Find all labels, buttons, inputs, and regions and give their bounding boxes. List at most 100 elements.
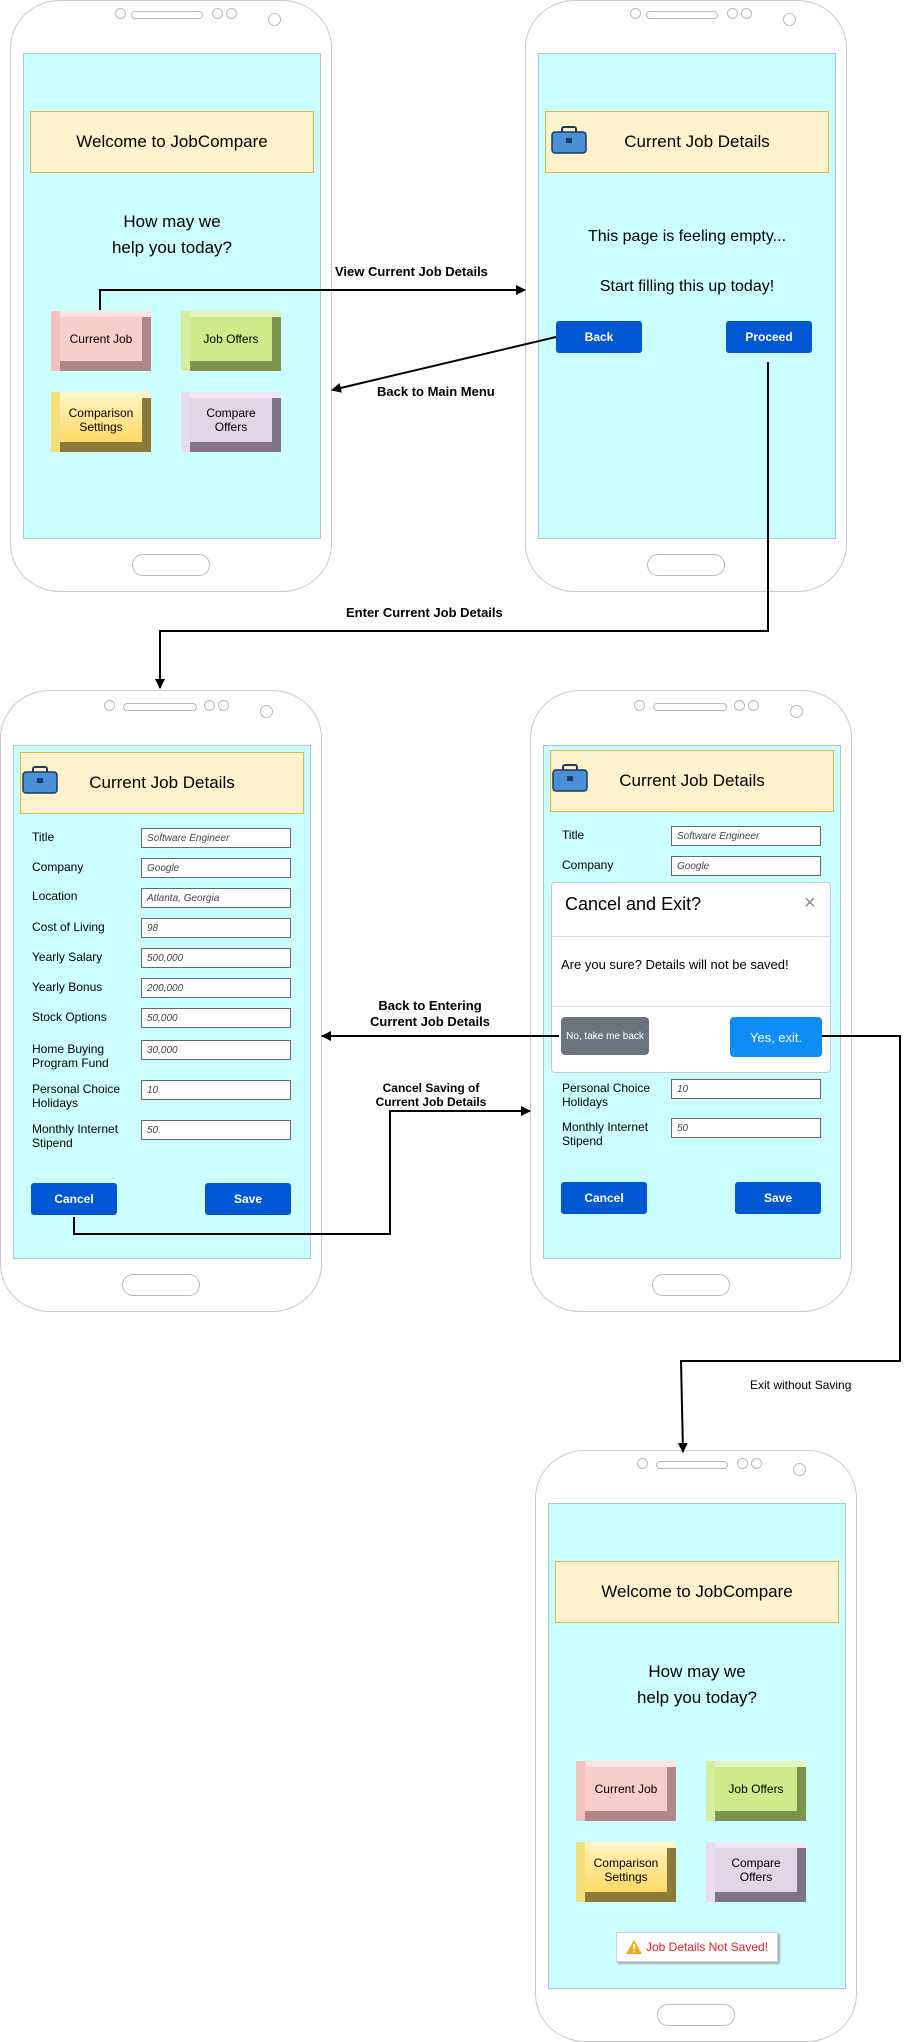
yearly-salary-input[interactable]: 500,000	[141, 948, 291, 968]
job-offers-button[interactable]: Job Offers	[181, 311, 281, 371]
camera	[104, 700, 115, 711]
arrow-back-main	[331, 336, 557, 393]
phone-cancel-dialog: Current Job Details Title Software Engin…	[530, 690, 852, 1312]
camera	[115, 8, 126, 19]
home-buying-input[interactable]: 30,000	[141, 1040, 291, 1060]
app-title: Welcome to JobCompare	[76, 132, 268, 151]
home-button[interactable]	[132, 554, 210, 576]
empty-state: This page is feeling empty... Start fill…	[539, 224, 835, 300]
camera	[748, 700, 759, 711]
personal-holidays-input[interactable]: 10	[671, 1079, 821, 1099]
home-button[interactable]	[647, 554, 725, 576]
title-input[interactable]: Software Engineer	[141, 828, 291, 848]
details-title-banner: Current Job Details	[550, 750, 834, 812]
page-title: Current Job Details	[619, 771, 765, 790]
save-button[interactable]: Save	[735, 1182, 821, 1214]
screen: Current Job Details This page is feeling…	[538, 53, 836, 539]
internet-stipend-input[interactable]: 50	[141, 1120, 291, 1140]
field-label-cost-of-living: Cost of Living	[32, 920, 105, 934]
camera	[630, 8, 641, 19]
front-camera	[268, 13, 281, 26]
label-exit-without: Exit without Saving	[750, 1378, 852, 1392]
home-button[interactable]	[652, 1274, 730, 1296]
front-camera	[790, 705, 803, 718]
greeting: How may we help you today?	[597, 1659, 797, 1711]
compare-offers-button[interactable]: Compare Offers	[706, 1842, 806, 1902]
cancel-button[interactable]: Cancel	[561, 1182, 647, 1214]
arrow-enter-current	[155, 362, 769, 689]
company-input[interactable]: Google	[141, 858, 291, 878]
phone-empty-details: Current Job Details This page is feeling…	[525, 0, 847, 592]
speaker	[656, 1461, 728, 1469]
field-label-title: Title	[562, 828, 585, 842]
greeting-line: How may we	[123, 212, 221, 231]
toast-notification: Job Details Not Saved!	[616, 1932, 778, 1962]
yes-exit-button[interactable]: Yes, exit.	[730, 1017, 822, 1057]
briefcase-icon	[22, 766, 58, 794]
screen: Welcome to JobCompare How may we help yo…	[23, 53, 321, 539]
field-label-company: Company	[562, 858, 614, 872]
cost-of-living-input[interactable]: 98	[141, 918, 291, 938]
field-label-location: Location	[32, 889, 78, 903]
location-input[interactable]: Atlanta, Georgia	[141, 888, 291, 908]
back-button[interactable]: Back	[556, 321, 642, 353]
close-icon[interactable]: ×	[804, 892, 816, 914]
compare-offers-button[interactable]: Compare Offers	[181, 392, 281, 452]
camera	[737, 1458, 748, 1469]
camera	[727, 8, 738, 19]
dialog-title: Cancel and Exit?	[565, 894, 702, 914]
camera	[741, 8, 752, 19]
personal-holidays-input[interactable]: 10	[141, 1080, 291, 1100]
label-back-main: Back to Main Menu	[377, 384, 495, 399]
front-camera	[260, 705, 273, 718]
home-button[interactable]	[122, 1274, 200, 1296]
field-label-yearly-salary: Yearly Salary	[32, 950, 103, 964]
proceed-button[interactable]: Proceed	[726, 321, 812, 353]
tile-label: Current Job	[69, 332, 133, 346]
camera	[226, 8, 237, 19]
page-title: Current Job Details	[624, 132, 770, 151]
camera	[751, 1458, 762, 1469]
page-title: Current Job Details	[89, 773, 235, 792]
stock-options-input[interactable]: 50,000	[141, 1008, 291, 1028]
current-job-button[interactable]: Current Job	[576, 1761, 676, 1821]
dialog-message: Are you sure? Details will not be saved!	[561, 957, 789, 972]
no-take-me-back-button[interactable]: No, take me back	[561, 1017, 649, 1055]
camera	[734, 700, 745, 711]
arrow-cancel-saving	[73, 1106, 531, 1235]
field-label-stock-options: Stock Options	[32, 1010, 107, 1024]
empty-line: Start filling this up today!	[599, 278, 775, 295]
title-input[interactable]: Software Engineer	[671, 826, 821, 846]
internet-stipend-input[interactable]: 50	[671, 1118, 821, 1138]
camera	[212, 8, 223, 19]
screen: Current Job Details Title Software Engin…	[13, 745, 311, 1259]
speaker	[653, 703, 727, 711]
current-job-button[interactable]: Current Job	[51, 311, 151, 371]
phone-job-form: Current Job Details Title Software Engin…	[0, 690, 322, 1312]
home-button[interactable]	[657, 2004, 735, 2026]
arrow-view-current	[99, 285, 526, 310]
job-offers-button[interactable]: Job Offers	[706, 1761, 806, 1821]
app-title-banner: Welcome to JobCompare	[555, 1561, 839, 1623]
camera	[634, 700, 645, 711]
screen: Welcome to JobCompare How may we help yo…	[548, 1503, 846, 1989]
yearly-bonus-input[interactable]: 200,000	[141, 978, 291, 998]
save-button[interactable]: Save	[205, 1183, 291, 1215]
label-enter-current: Enter Current Job Details	[346, 605, 503, 620]
company-input[interactable]: Google	[671, 856, 821, 876]
empty-line: This page is feeling empty...	[587, 228, 787, 245]
dialog-divider	[552, 936, 830, 937]
warning-icon	[625, 1940, 642, 1954]
arrow-exit-without	[677, 1035, 901, 1453]
cancel-button[interactable]: Cancel	[31, 1183, 117, 1215]
greeting-line: How may we	[648, 1662, 746, 1681]
phone-main-menu-toast: Welcome to JobCompare How may we help yo…	[535, 1450, 857, 2042]
